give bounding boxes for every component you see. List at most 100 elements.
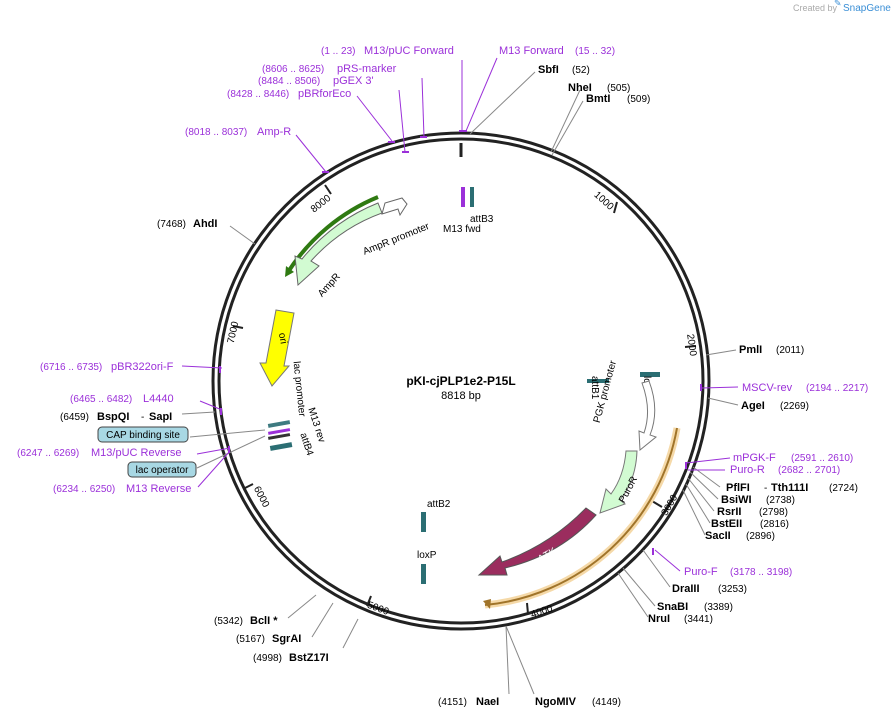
- tick-label-7000: 7000: [226, 320, 241, 344]
- primer-m13-forward[interactable]: M13 Forward: [499, 45, 564, 57]
- enzyme-pflfi[interactable]: PflFI: [726, 482, 750, 494]
- primer-m13-pucforward[interactable]: M13/pUC Forward: [364, 45, 454, 57]
- leader-sacii: [682, 489, 706, 536]
- primer-m13-reverse[interactable]: M13 Reverse: [126, 483, 191, 495]
- enzyme-nrui[interactable]: NruI: [648, 613, 670, 625]
- primer-pbr322ori-f[interactable]: pBR322ori-F: [111, 361, 174, 373]
- primer-puro-r[interactable]: Puro-R: [730, 464, 765, 476]
- enzyme-bstz17i[interactable]: BstZ17I: [289, 652, 329, 664]
- tick-label-4000: 4000: [530, 603, 555, 620]
- selection-arrowhead: [483, 599, 491, 609]
- enzyme-sgrai-pos: (5167): [236, 634, 265, 645]
- enzyme-ngomiv[interactable]: NgoMIV: [535, 696, 577, 708]
- attb1-label: attB1: [589, 376, 600, 400]
- enzyme-agei-pos: (2269): [780, 401, 809, 412]
- primer-pbrforeco[interactable]: pBRforEco: [298, 88, 351, 100]
- enzyme-bspqi-pos: (6459): [60, 412, 89, 423]
- enzyme-nhei-pos: (505): [607, 83, 630, 94]
- m13-rev-feature[interactable]: [267, 428, 291, 435]
- primer-puro-f[interactable]: Puro-F: [684, 566, 718, 578]
- snapgene-logo-icon: ✎: [834, 0, 842, 8]
- leader-ngomiv: [505, 625, 535, 695]
- primer-puro-r-pos: (2682 .. 2701): [778, 465, 840, 476]
- tick-label-8000: 8000: [309, 193, 334, 216]
- enzyme-pmli-pos: (2011): [776, 345, 804, 356]
- enzyme-bstz17i-pos: (4998): [253, 653, 282, 664]
- enzyme-sgrai[interactable]: SgrAI: [272, 633, 301, 645]
- enzyme-tth111i[interactable]: Tth111I: [771, 482, 808, 494]
- primer-m13-pucforward-pos: (1 .. 23): [321, 46, 355, 57]
- enzyme-ahdi[interactable]: AhdI: [193, 218, 217, 230]
- lac-operator-label: lac operator: [136, 465, 189, 476]
- mark-prs-marker: [420, 136, 427, 138]
- enzyme-bsteii[interactable]: BstEII: [711, 518, 742, 530]
- enzyme-bmti-pos: (509): [627, 94, 650, 105]
- pgk-promoter-feature[interactable]: [638, 380, 658, 452]
- puror-feature[interactable]: [599, 450, 638, 514]
- leader-agei: [707, 397, 739, 406]
- dtk-feature[interactable]: [477, 507, 597, 576]
- primer-pbrforeco-pos: (8428 .. 8446): [227, 89, 289, 100]
- loxp-feature-1[interactable]: [640, 372, 660, 377]
- primer-m13-pucreverse-pos: (6247 .. 6269): [17, 448, 79, 459]
- leader-bcli: [287, 594, 317, 619]
- enzyme-bcli[interactable]: BclI *: [250, 615, 278, 627]
- primer-mpgk-f[interactable]: mPGK-F: [733, 452, 776, 464]
- enzyme-rsrii-pos: (2798): [759, 507, 788, 518]
- enzyme-pmli[interactable]: PmlI: [739, 344, 762, 356]
- ampr-promoter-feature[interactable]: [381, 197, 408, 217]
- enzyme-naei[interactable]: NaeI: [476, 696, 499, 708]
- tick-1000: [613, 201, 618, 214]
- tick-5000: [366, 595, 372, 607]
- tick-7000: [232, 325, 244, 329]
- mark-pbrforeco: [388, 141, 395, 143]
- enzyme-rsrii[interactable]: RsrII: [717, 506, 741, 518]
- primer-m13-pucreverse[interactable]: M13/pUC Reverse: [91, 447, 181, 459]
- attb4-label: attB4: [297, 432, 315, 458]
- leader-naei: [505, 625, 510, 695]
- enzyme-sapi[interactable]: SapI: [149, 411, 172, 423]
- primer-prs-marker[interactable]: pRS-marker: [337, 63, 397, 75]
- tick-8000: [324, 184, 332, 195]
- m13-fwd-feature[interactable]: [461, 187, 465, 207]
- attb1-feature[interactable]: [587, 379, 609, 383]
- enzyme-draiii-pos: (3253): [718, 584, 747, 595]
- cap-site-box[interactable]: [97, 426, 189, 443]
- ampr-feature[interactable]: [294, 202, 383, 287]
- attb3-feature[interactable]: [470, 187, 474, 207]
- enzyme-sbfi[interactable]: SbfI: [538, 64, 559, 76]
- enzyme-bspqi[interactable]: BspQI: [97, 411, 129, 423]
- leader-bsteii: [685, 483, 711, 524]
- leader-draiii: [642, 549, 671, 588]
- cap-site-label: CAP binding site: [106, 430, 180, 441]
- primer-labels: M13 Forward (15 .. 32) (1 .. 23) M13/pUC…: [17, 45, 868, 578]
- ruler: 1000 2000 3000 4000 5000 6000 7000 8000: [226, 184, 698, 621]
- ampr-promoter-label: AmpR promoter: [361, 221, 431, 258]
- primer-m13-forward-pos: (15 .. 32): [575, 46, 615, 57]
- enzyme-nhei[interactable]: NheI: [568, 82, 592, 94]
- attb4-feature[interactable]: [269, 442, 293, 451]
- leader-sbfi: [469, 71, 536, 135]
- enzyme-agei[interactable]: AgeI: [741, 400, 765, 412]
- mark-m13-fwd: [459, 130, 467, 132]
- enzyme-draiii[interactable]: DraIII: [672, 583, 700, 595]
- attb2-feature[interactable]: [421, 512, 426, 532]
- enzyme-leaders: [181, 71, 739, 695]
- primer-amp-r[interactable]: Amp-R: [257, 126, 291, 138]
- primer-mscv-rev[interactable]: MSCV-rev: [742, 382, 793, 394]
- loxp-feature-2[interactable]: [421, 564, 426, 584]
- ori-feature[interactable]: [259, 309, 295, 387]
- primer-l4440[interactable]: L4440: [143, 393, 174, 405]
- lac-operator-feature[interactable]: [267, 433, 291, 440]
- primer-pgex[interactable]: pGEX 3': [333, 75, 374, 87]
- enzyme-bmti[interactable]: BmtI: [586, 93, 610, 105]
- mark-l4440: [220, 408, 222, 415]
- lac-operator-box[interactable]: [127, 461, 197, 478]
- leader-bstz17i: [342, 618, 359, 649]
- plasmid-size: 8818 bp: [441, 390, 481, 402]
- enzyme-snabi[interactable]: SnaBI: [657, 601, 688, 613]
- enzyme-bsiwi[interactable]: BsiWI: [721, 494, 752, 506]
- lac-promoter-feature[interactable]: [267, 420, 291, 428]
- mark-amp-r: [322, 171, 329, 173]
- enzyme-sacii[interactable]: SacII: [705, 530, 731, 542]
